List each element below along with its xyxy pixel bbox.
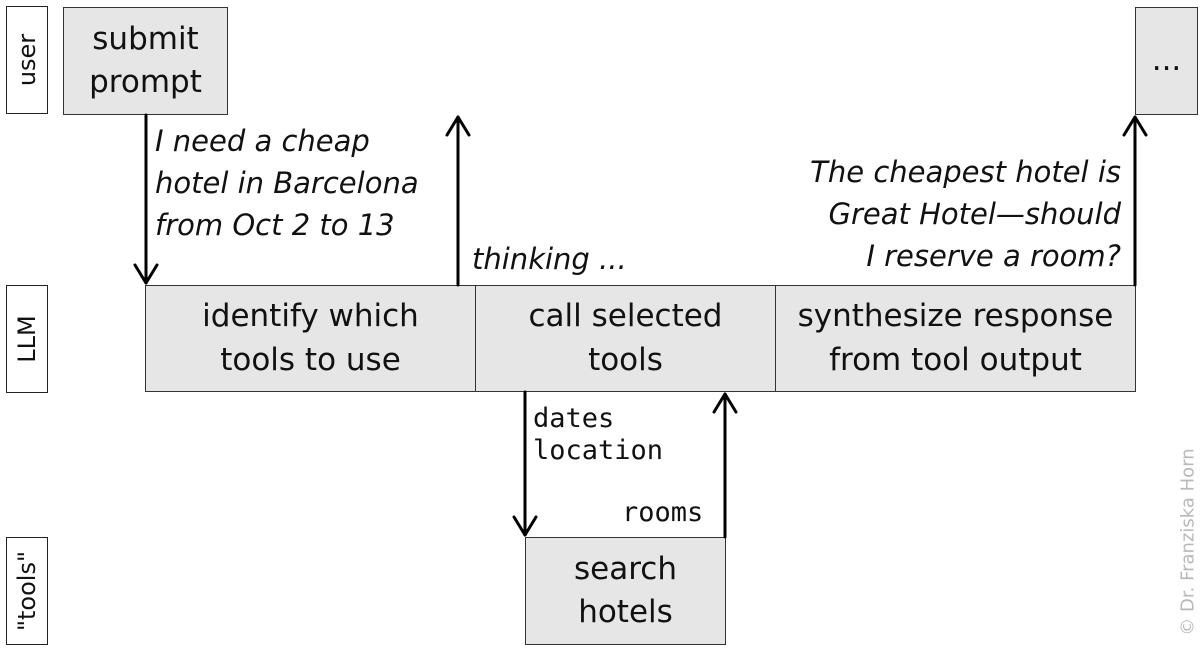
arrowhead-prompt-to-llm [133,263,159,285]
synthesize-line-1: synthesize response [797,298,1114,335]
search-hotels-box: search hotels [525,537,726,645]
tool-output-label: rooms [622,497,704,528]
response-text-line-1: The cheapest hotel is [810,155,1121,189]
call-tools-line-1: call selected [528,298,723,335]
arrowhead-search-results-up [712,392,738,414]
response-text: The cheapest hotel is Great Hotel—should… [810,151,1121,277]
thinking-text: thinking ... [472,242,627,276]
prompt-text-line-1: I need a cheap [155,124,370,158]
submit-prompt-line-2: prompt [89,64,202,100]
identify-tools-line-1: identify which [202,298,419,335]
prompt-text-line-2: hotel in Barcelona [155,166,419,201]
identify-tools-line-2: tools to use [220,341,401,378]
copyright-text: © Dr. Franziska Horn [1177,448,1199,636]
synthesize-line-2: from tool output [829,341,1082,378]
ellipsis-box: ... [1135,7,1198,115]
response-text-line-3: I reserve a room? [866,239,1121,274]
tool-input-dates: dates [533,403,615,434]
prompt-text-line-3: from Oct 2 to 13 [155,208,395,243]
arrowhead-call-to-search [512,515,538,537]
arrowhead-response-to-user [1122,115,1148,137]
prompt-text: I need a cheap hotel in Barcelona from O… [155,120,419,246]
search-hotels-line-2: hotels [578,594,673,630]
submit-prompt-box: submit prompt [63,7,228,115]
lane-label-user: user [6,6,48,114]
response-text-line-2: Great Hotel—should [828,197,1122,232]
lane-label-tools: "tools" [6,537,48,645]
arrowhead-thinking-up [445,115,471,137]
lane-label-llm: LLM [6,285,48,393]
identify-tools-box: identify which tools to use [145,285,476,392]
tool-input-location: location [533,435,664,467]
search-hotels-line-1: search [574,550,677,587]
call-tools-box: call selected tools [475,285,776,392]
synthesize-box: synthesize response from tool output [775,285,1136,392]
submit-prompt-line-1: submit [92,20,199,57]
ellipsis-text: ... [1151,42,1182,79]
tool-inputs-label: dates location [533,403,663,468]
call-tools-line-2: tools [588,341,663,378]
